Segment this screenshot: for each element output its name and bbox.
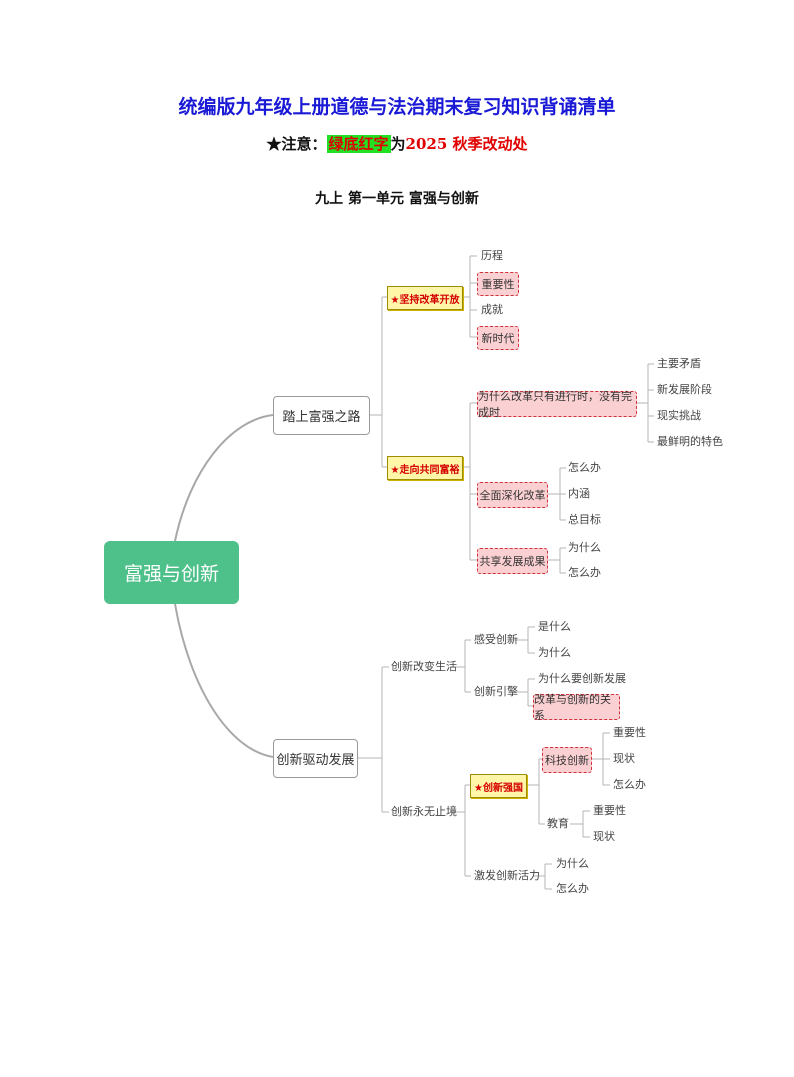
note-highlight: 绿底红字 [326,135,391,153]
node-importance: 重要性 [477,272,519,296]
node-reform-innovation-relation: 改革与创新的关系 [533,693,620,722]
node-tech-innovation: 科技创新 [542,747,592,773]
node-vitality-why: 为什么 [556,857,589,870]
node-share-results: 共享发展成果 [477,548,548,574]
node-tech-how: 怎么办 [613,778,646,791]
branch-road-to-prosperity: 踏上富强之路 [273,396,370,435]
node-why-reform-ongoing: 为什么改革只有进行时，没有完成时 [477,390,637,419]
node-main-contradiction: 主要矛盾 [657,357,701,370]
node-deepen-how: 怎么办 [568,461,601,474]
unit-title: 九上 第一单元 富强与创新 [315,191,479,207]
node-edu-importance: 重要性 [593,804,626,817]
node-share-how: 怎么办 [568,566,601,579]
node-education: 教育 [547,817,569,830]
node-innovation-engine: 创新引擎 [474,685,518,698]
node-new-stage: 新发展阶段 [657,383,712,396]
node-realistic-challenges: 现实挑战 [657,409,701,422]
note-suffix: 2025 秋季改动处 [405,135,528,153]
node-deepen-goal: 总目标 [568,513,601,526]
node-history: 历程 [481,249,503,262]
node-achievements: 成就 [481,303,503,316]
node-deepen-connotation: 内涵 [568,487,590,500]
node-deepen-reform: 全面深化改革 [477,482,548,508]
node-stimulate-vitality: 激发创新活力 [474,869,540,882]
node-innovation-nation: ★创新强国 [470,774,527,798]
node-innovation-changes-life: 创新改变生活 [391,660,457,673]
node-share-why: 为什么 [568,541,601,554]
node-edu-status: 现状 [593,830,615,843]
node-feel-innovation: 感受创新 [474,633,518,646]
note-mid: 为 [390,135,406,153]
revision-note: ★注意：绿底红字为2025 秋季改动处 [0,133,794,154]
node-vitality-how: 怎么办 [556,882,589,895]
node-tech-importance: 重要性 [613,726,646,739]
node-common-prosperity: ★走向共同富裕 [387,456,463,480]
mindmap-root: 富强与创新 [104,541,239,604]
node-why-innovate: 为什么要创新发展 [538,672,626,685]
note-prefix: ★注意： [266,135,327,153]
node-new-era: 新时代 [477,326,519,350]
page-title: 统编版九年级上册道德与法治期末复习知识背诵清单 [178,96,616,118]
node-feel-what: 是什么 [538,620,571,633]
branch-innovation-driven: 创新驱动发展 [273,739,358,778]
node-tech-status: 现状 [613,752,635,765]
node-reform-opening: ★坚持改革开放 [387,286,463,310]
node-distinct-feature: 最鲜明的特色 [657,435,723,448]
node-innovation-endless: 创新永无止境 [391,805,457,818]
node-feel-why: 为什么 [538,646,571,659]
